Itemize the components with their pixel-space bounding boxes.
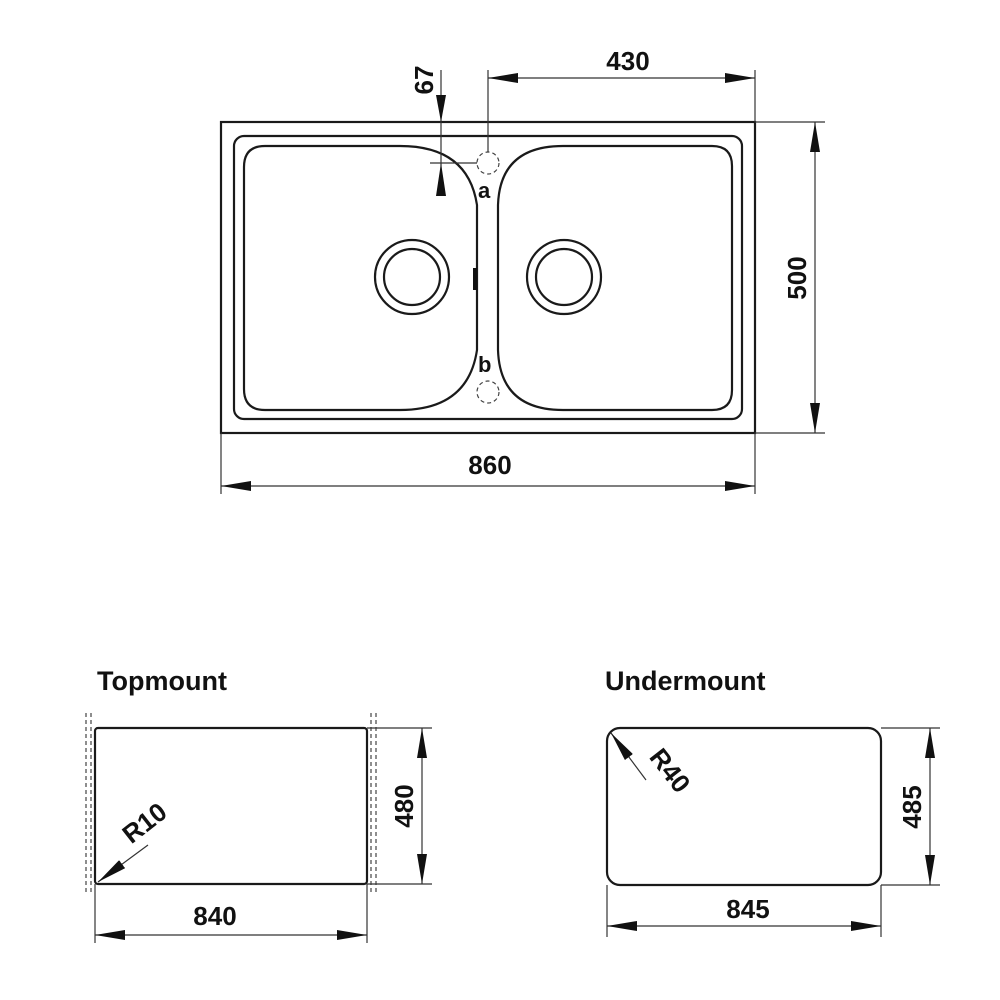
- right-drain: [525, 238, 603, 316]
- tap-edge-distance-dimension: 67: [409, 66, 439, 95]
- tap-hole-b-label: b: [478, 352, 491, 377]
- double-bowl-sink-plan-view: a b 430 67 500 860: [219, 46, 825, 494]
- tap-hole-a-label: a: [478, 178, 491, 203]
- topmount-cutout-view: Topmount R10 480 840: [85, 666, 432, 943]
- topmount-cutout: [93, 726, 369, 886]
- topmount-title: Topmount: [97, 666, 227, 696]
- tap-hole-b: [476, 380, 500, 404]
- topmount-corner-radius: R10: [116, 796, 172, 849]
- topmount-width-dimension: 840: [193, 901, 236, 931]
- undermount-corner-radius: R40: [644, 742, 697, 798]
- left-bowl: [242, 144, 479, 412]
- overall-width-dimension: 860: [468, 450, 511, 480]
- overall-depth-dimension: 500: [782, 256, 812, 299]
- undermount-depth-dimension: 485: [897, 785, 927, 828]
- undermount-cutout: [605, 726, 883, 887]
- undermount-title: Undermount: [605, 666, 765, 696]
- overflow-slot: [473, 268, 477, 290]
- topmount-depth-dimension: 480: [389, 784, 419, 827]
- right-bowl: [496, 144, 734, 412]
- tap-offset-dimension: 430: [606, 46, 649, 76]
- undermount-cutout-view: Undermount R40 485 845: [605, 666, 940, 937]
- left-drain: [373, 238, 451, 316]
- sink-outer-edge: [219, 120, 757, 435]
- tap-hole-a: [476, 151, 500, 175]
- undermount-width-dimension: 845: [726, 894, 769, 924]
